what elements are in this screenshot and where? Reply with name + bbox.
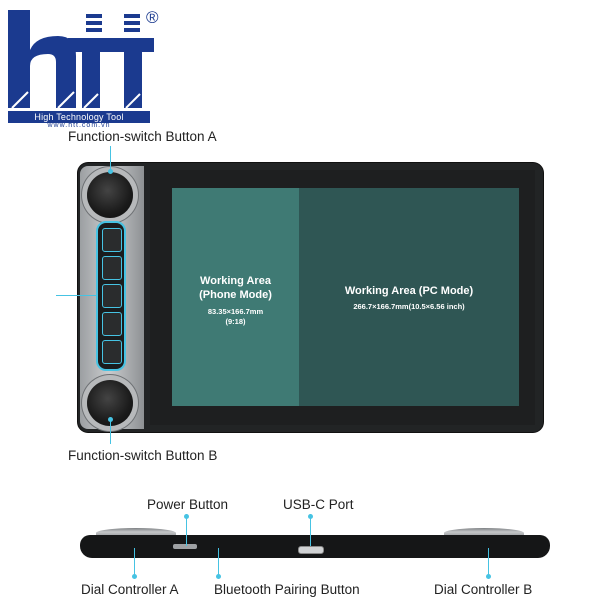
- logo-url: www.htt.com.vn: [47, 122, 111, 129]
- express-key: [102, 256, 122, 280]
- label-bluetooth-pairing-button: Bluetooth Pairing Button: [214, 582, 360, 597]
- side-dial-a: [96, 528, 176, 538]
- callout-line-keys: [56, 295, 98, 296]
- callout-line-dial-a: [134, 548, 135, 578]
- callout-dot-power: [184, 514, 189, 519]
- phone-area-dims: 83.35×166.7mm: [207, 307, 264, 316]
- callout-line-a: [110, 146, 111, 172]
- pc-area-title: Working Area (PC Mode): [344, 285, 474, 297]
- callout-line-dial-b: [488, 548, 489, 578]
- callout-line-power: [186, 514, 187, 546]
- phone-area-ratio: (9:18): [225, 317, 246, 326]
- callout-dot-dial-b: [486, 574, 491, 579]
- htt-logo: [8, 10, 154, 109]
- callout-dot-dial-a: [132, 574, 137, 579]
- callout-line-b: [110, 420, 111, 444]
- side-dial-b: [444, 528, 524, 538]
- logo-tagline: High Technology Tool: [8, 111, 150, 123]
- callout-line-bluetooth: [218, 548, 219, 578]
- dial-top: [87, 172, 133, 218]
- callout-dot-usbc: [308, 514, 313, 519]
- label-dial-controller-b: Dial Controller B: [434, 582, 533, 597]
- label-function-switch-a: Function-switch Button A: [68, 129, 217, 144]
- label-dial-controller-a: Dial Controller A: [81, 582, 179, 597]
- pc-area-dims: 266.7×166.7mm(10.5×6.56 inch): [353, 302, 465, 311]
- callout-line-usbc: [310, 514, 311, 546]
- callout-dot-b: [108, 417, 113, 422]
- callout-dot-bluetooth: [216, 574, 221, 579]
- label-usbc-port: USB-C Port: [283, 497, 354, 512]
- express-key: [102, 284, 122, 308]
- express-key: [102, 340, 122, 364]
- callout-dot-a: [108, 169, 113, 174]
- express-key-column: [96, 221, 126, 371]
- usbc-port: [298, 546, 324, 554]
- working-area-pc: Working Area (PC Mode) 266.7×166.7mm(10.…: [299, 188, 519, 406]
- phone-area-title-1: Working Area: [200, 275, 271, 287]
- phone-area-title-2: (Phone Mode): [199, 289, 272, 301]
- power-button: [173, 544, 197, 549]
- label-power-button: Power Button: [147, 497, 229, 512]
- registered-mark: ®: [146, 8, 159, 27]
- working-area-phone: Working Area (Phone Mode) 83.35×166.7mm …: [172, 188, 299, 406]
- express-key: [102, 312, 122, 336]
- express-key: [102, 228, 122, 252]
- label-function-switch-b: Function-switch Button B: [68, 448, 218, 463]
